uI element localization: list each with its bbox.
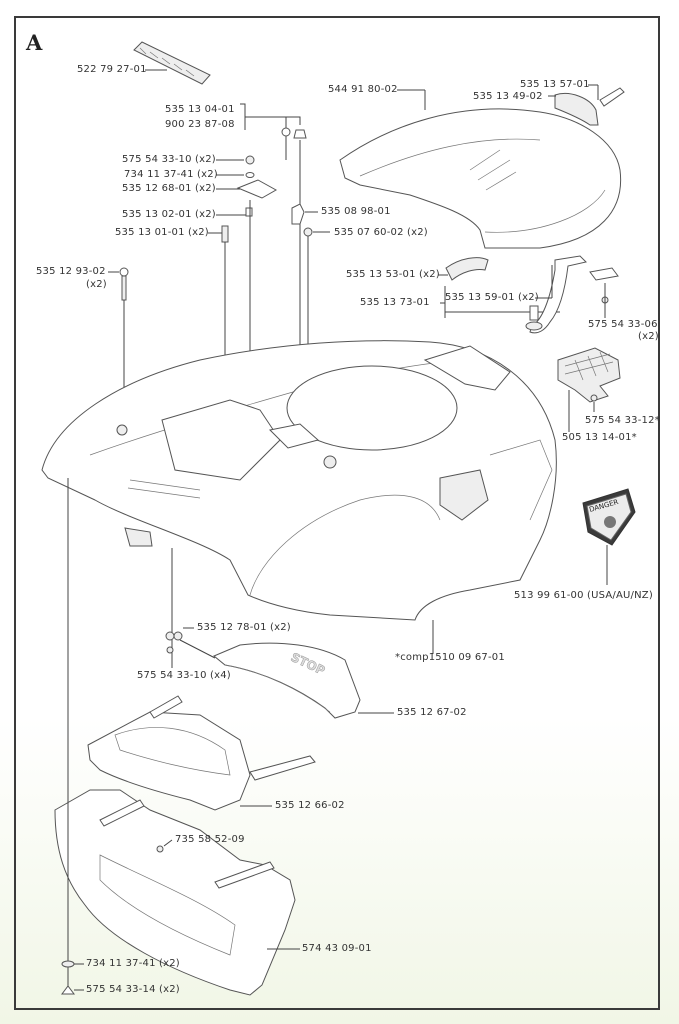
washer-b-part bbox=[61, 960, 75, 968]
callout-link: 535 12 78-01 (x2) bbox=[197, 622, 291, 633]
callout-clip-a: 535 13 02-01 (x2) bbox=[122, 209, 216, 220]
callout-long-screw: 535 12 93-02 bbox=[36, 266, 106, 277]
callout-front-cover: 535 12 66-02 bbox=[275, 800, 345, 811]
bracket-a-part bbox=[236, 179, 278, 199]
front-cover-part bbox=[87, 695, 316, 811]
callout-hinge-clip: 535 13 53-01 (x2) bbox=[346, 269, 440, 280]
screw-d-part bbox=[590, 394, 598, 402]
diagram-frame bbox=[14, 16, 660, 1010]
callout-screw-b: 535 07 60-02 (x2) bbox=[334, 227, 428, 238]
callout-bumper: 574 43 09-01 bbox=[302, 943, 372, 954]
spring-a-part bbox=[221, 225, 229, 243]
section-letter: A bbox=[26, 30, 43, 55]
callout-screw-f: 575 54 33-14 (x2) bbox=[86, 984, 180, 995]
leader-nut bbox=[163, 839, 173, 847]
callout-bracket-a: 535 12 68-01 (x2) bbox=[122, 183, 216, 194]
main-body-part bbox=[41, 340, 557, 621]
callout-handle: 535 13 49-02 bbox=[473, 91, 543, 102]
cable-clip bbox=[293, 129, 307, 139]
link-part-2 bbox=[173, 631, 183, 641]
danger-decal-part: DANGER bbox=[582, 488, 636, 546]
cable-head bbox=[281, 127, 291, 137]
callout-washer-b: 734 11 37-41 (x2) bbox=[86, 958, 180, 969]
callout-screw-c-qty: (x2) bbox=[638, 331, 659, 342]
callout-grid-part: 505 13 14-01* bbox=[562, 432, 637, 443]
hinge-bracket-tab bbox=[589, 267, 619, 281]
hinge-bracket-part bbox=[529, 255, 587, 334]
callout-screw-e: 575 54 33-10 (x4) bbox=[137, 670, 231, 681]
washer-a-part bbox=[245, 172, 255, 178]
callout-hinge-kit: 535 13 73-01 bbox=[360, 297, 430, 308]
nut-part bbox=[156, 845, 164, 853]
callout-danger-decal: 513 99 61-00 (USA/AU/NZ) bbox=[514, 590, 653, 601]
link-arm bbox=[179, 639, 216, 659]
callout-magnet: 535 13 59-01 (x2) bbox=[445, 292, 539, 303]
body-danger-decal bbox=[439, 469, 489, 521]
callout-cable-a: 535 13 04-01 bbox=[165, 104, 235, 115]
stop-button-part: STOP bbox=[213, 642, 361, 719]
screw-f-part bbox=[61, 985, 75, 995]
screw-b-part bbox=[303, 227, 313, 237]
long-screw-head bbox=[119, 267, 129, 277]
leader-cable bbox=[240, 103, 301, 135]
handle-part bbox=[554, 87, 625, 126]
callout-nut: 735 58 52-09 bbox=[175, 834, 245, 845]
callout-washer-a: 734 11 37-41 (x2) bbox=[124, 169, 218, 180]
callout-hook: 535 08 98-01 bbox=[321, 206, 391, 217]
hook-part bbox=[291, 203, 305, 225]
callout-screw-c: 575 54 33-06 bbox=[588, 319, 658, 330]
callout-handle-pin: 535 13 57-01 bbox=[520, 79, 590, 90]
long-screw-shaft bbox=[121, 275, 127, 301]
clip-a-part bbox=[245, 207, 253, 217]
callout-decal-logo: 522 79 27-01 bbox=[77, 64, 147, 75]
callout-long-screw-qty: (x2) bbox=[86, 279, 107, 290]
callout-body-assembly: *comp1510 09 67-01 bbox=[395, 652, 505, 663]
screw-a-part bbox=[245, 155, 255, 165]
magnet-base bbox=[525, 321, 543, 331]
link-part bbox=[165, 631, 175, 641]
grid-part bbox=[557, 347, 621, 403]
callout-stop-button: 535 12 67-02 bbox=[397, 707, 467, 718]
callout-cable-b: 900 23 87-08 bbox=[165, 119, 235, 130]
callout-screw-a: 575 54 33-10 (x2) bbox=[122, 154, 216, 165]
logo-decal-part bbox=[133, 41, 211, 85]
callout-top-cover: 544 91 80-02 bbox=[328, 84, 398, 95]
top-cover-part bbox=[339, 108, 622, 249]
callout-screw-d: 575 54 33-12* bbox=[585, 415, 660, 426]
magnet-part bbox=[529, 305, 539, 321]
leader-hinge-kit bbox=[440, 286, 560, 318]
callout-spring-a: 535 13 01-01 (x2) bbox=[115, 227, 209, 238]
screw-e-part bbox=[166, 646, 174, 654]
hinge-clip-part bbox=[445, 257, 489, 281]
bumper-part bbox=[54, 789, 296, 996]
